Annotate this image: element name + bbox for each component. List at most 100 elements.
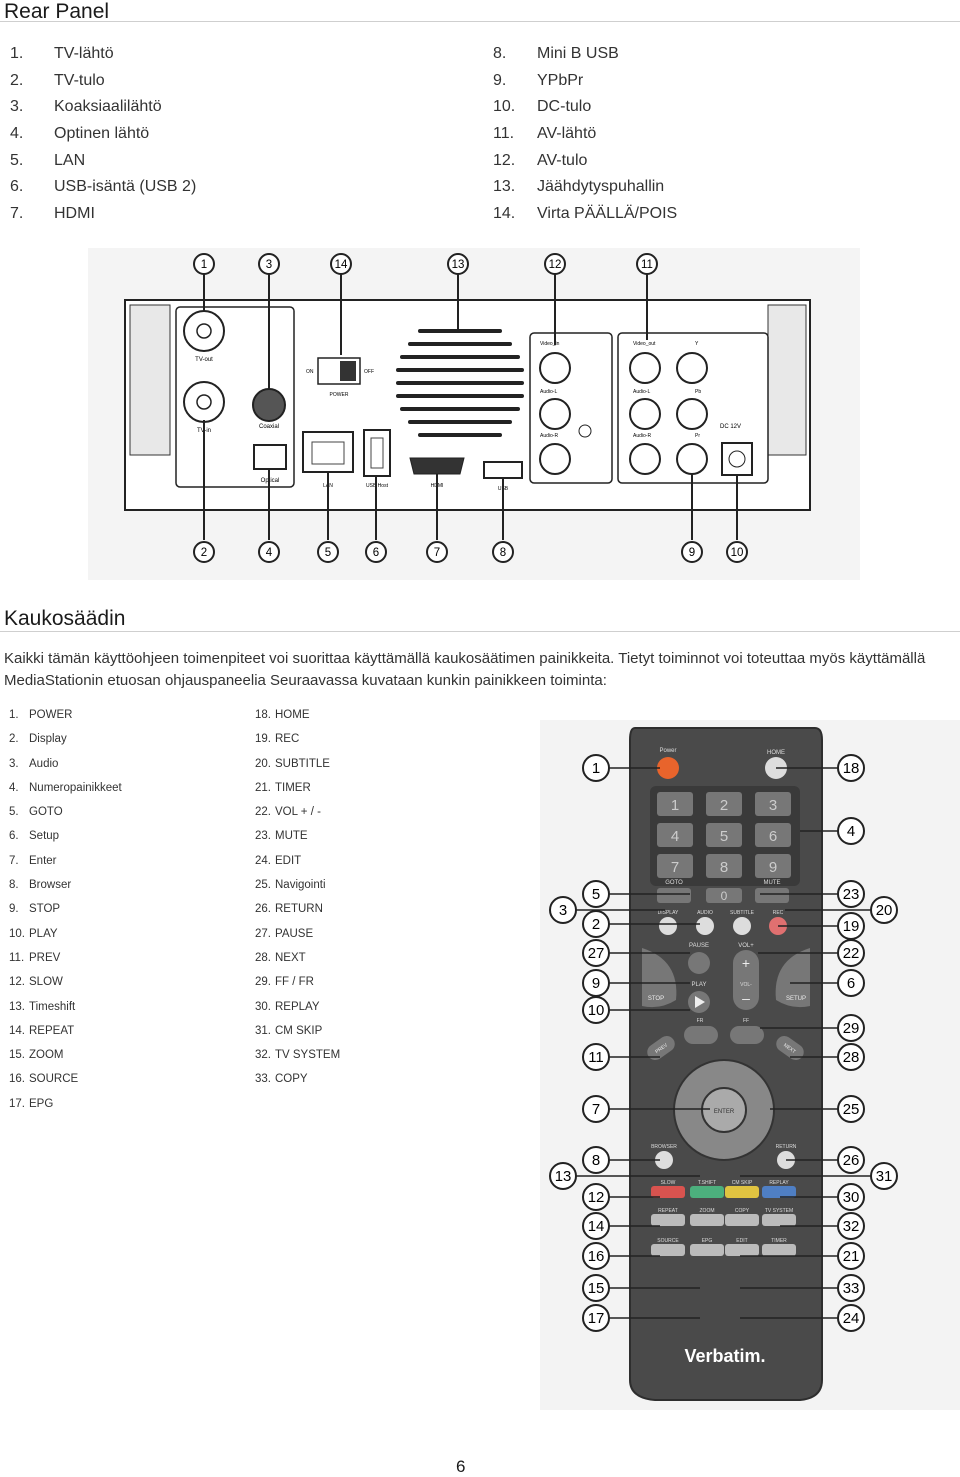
digit-5-button[interactable] [706, 823, 742, 847]
list-item: 18.HOME [255, 709, 310, 721]
digit-9-button[interactable] [755, 854, 791, 878]
prev-button[interactable] [644, 1033, 678, 1063]
source-button[interactable] [651, 1244, 685, 1256]
svg-text:+: + [742, 955, 750, 971]
volume-rocker[interactable] [733, 950, 759, 1010]
callout-left [582, 1274, 610, 1302]
power-button[interactable] [657, 757, 679, 779]
tv-out-label: TV-out [195, 357, 213, 363]
list-item: 25.Navigointi [255, 879, 326, 892]
callout-left-number: 1 [592, 760, 600, 777]
zoom-label: ZOOM [700, 1208, 715, 1214]
enter-button[interactable] [701, 1087, 747, 1133]
cm-skip-button[interactable] [725, 1186, 759, 1198]
video-in-label: Video_in [540, 341, 560, 347]
list-item: 3.Audio [9, 757, 59, 770]
list-item: 8.Mini B USB [493, 45, 619, 62]
callout-top-number: 12 [549, 259, 562, 271]
replay-button[interactable] [762, 1186, 796, 1198]
callout-right [837, 939, 865, 967]
rear-panel-list-left: 1.TV-lähtö 2.TV-tulo 3.Koaksiaalilähtö 4… [10, 41, 196, 228]
cm-skip-label: CM SKIP [732, 1180, 753, 1186]
digit-6-button[interactable] [755, 823, 791, 847]
goto-button[interactable] [657, 888, 691, 903]
audio-button[interactable] [696, 917, 714, 935]
callout-right [837, 1304, 865, 1332]
callout-left-number: 27 [588, 945, 605, 962]
callout-right-number: 29 [843, 1020, 860, 1037]
callout-right [837, 1242, 865, 1270]
callout-left-number: 15 [588, 1280, 605, 1297]
callout-right-number: 33 [843, 1280, 860, 1297]
callout-left-number: 16 [588, 1248, 605, 1265]
audio-l-out-label: Audio-L [633, 389, 650, 395]
fr-button[interactable] [684, 1026, 718, 1044]
callout-right [870, 896, 898, 924]
callout-right-number: 21 [843, 1248, 860, 1265]
setup-button[interactable] [775, 948, 810, 1008]
source-label: SOURCE [657, 1238, 679, 1244]
subtitle-button[interactable] [733, 917, 751, 935]
coaxial-label: Coaxial [259, 424, 279, 430]
coaxial-port [252, 388, 286, 422]
power-label: POWER [330, 392, 349, 398]
copy-button[interactable] [725, 1214, 759, 1226]
on-label: ON [306, 369, 314, 375]
device-right-side [767, 304, 807, 456]
stop-label: STOP [648, 996, 664, 1002]
list-item: 4.Numeropainikkeet [9, 781, 122, 794]
tshift-button[interactable] [690, 1186, 724, 1198]
digit-1-button[interactable] [657, 792, 693, 816]
list-item: 7.Enter [9, 854, 57, 867]
power-label: Power [659, 748, 676, 754]
list-item: 11.AV-lähtö [493, 125, 597, 143]
list-item: 12.SLOW [9, 976, 63, 989]
callout-bottom [365, 541, 387, 563]
rear-panel-list-right: 8.Mini B USB 9.YPbPr 10.DC-tulo 11.AV-lä… [493, 41, 677, 228]
browser-button[interactable] [655, 1151, 673, 1169]
callout-top [544, 253, 566, 275]
list-item: 5.GOTO [9, 806, 63, 819]
mute-button[interactable] [755, 888, 789, 903]
stop-button[interactable] [642, 948, 677, 1008]
digit-8-button[interactable] [706, 854, 742, 878]
callout-right [837, 1146, 865, 1174]
digit-2-button[interactable] [706, 792, 742, 816]
home-label: HOME [767, 750, 785, 756]
timer-button[interactable] [762, 1244, 796, 1256]
callout-bottom [726, 541, 748, 563]
callout-bottom-number: 6 [373, 547, 379, 559]
list-item: 14.Virta PÄÄLLÄ/POIS [493, 205, 678, 223]
zoom-button[interactable] [690, 1214, 724, 1226]
title-rule [0, 21, 960, 22]
repeat-button[interactable] [651, 1214, 685, 1226]
browser-label: BROWSER [651, 1144, 677, 1150]
digit-0-button[interactable] [706, 888, 742, 903]
callout-left [582, 996, 610, 1024]
av-port-frame [175, 306, 295, 488]
callout-left-number: 7 [592, 1101, 600, 1118]
epg-button[interactable] [690, 1244, 724, 1256]
list-item: 1.TV-lähtö [10, 45, 114, 62]
callout-right-number: 32 [843, 1218, 860, 1235]
callout-bottom [258, 541, 280, 563]
audio-l-in-label: Audio-L [540, 389, 557, 395]
display-button[interactable] [659, 917, 677, 935]
list-item: 2.Display [9, 733, 67, 746]
digit-4-button[interactable] [657, 823, 693, 847]
ff-button[interactable] [730, 1026, 764, 1044]
rear-panel-diagram: TV-out TV-in Coaxial Optical ON OFF POWE… [88, 248, 860, 580]
digit-7-button[interactable] [657, 854, 693, 878]
next-button[interactable] [773, 1033, 807, 1063]
pause-button[interactable] [688, 952, 710, 974]
callout-left-number: 2 [592, 916, 600, 933]
digit-3-button[interactable] [755, 792, 791, 816]
digit-5-label: 5 [720, 828, 728, 845]
edit-button[interactable] [725, 1244, 759, 1256]
digit-8-label: 8 [720, 859, 728, 876]
slow-button[interactable] [651, 1186, 685, 1198]
audio-label: AUDIO [697, 910, 713, 916]
tv-system-button[interactable] [762, 1214, 796, 1226]
